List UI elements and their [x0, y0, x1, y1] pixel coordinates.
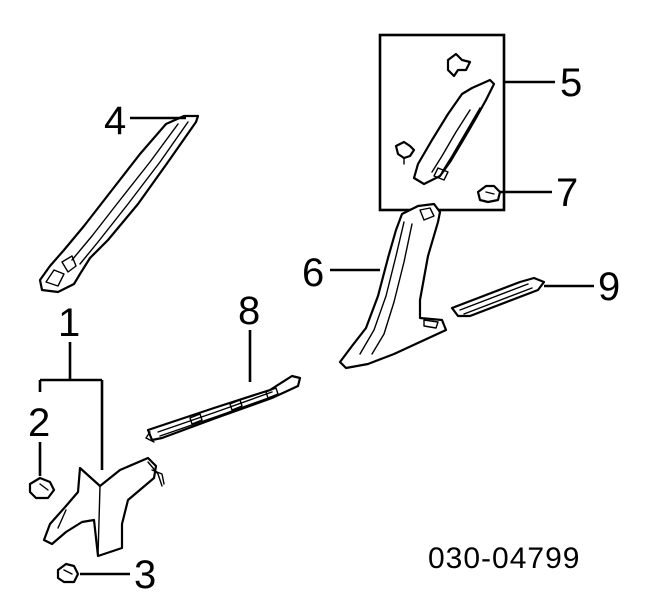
callout-6: 6	[302, 251, 324, 295]
part-5-clip-left	[394, 140, 416, 160]
part-3-clip	[56, 562, 80, 584]
part-5-upper-trim	[412, 78, 496, 186]
reference-number: 030-04799	[428, 542, 580, 575]
callout-4: 4	[104, 99, 126, 143]
callout-1: 1	[58, 301, 80, 345]
part-1-kick-panel	[42, 456, 165, 558]
callout-3: 3	[134, 553, 156, 597]
callout-9: 9	[598, 265, 620, 309]
part-9-scuff-strip	[450, 276, 546, 318]
callout-7: 7	[556, 171, 578, 215]
part-7-clip	[476, 184, 502, 204]
callout-8: 8	[238, 289, 260, 333]
part-6-lower-pillar-trim	[338, 202, 448, 370]
callout-2: 2	[28, 401, 50, 445]
part-2-clip	[28, 476, 56, 500]
callout-5: 5	[560, 61, 582, 105]
part-8-sill-plate	[145, 374, 302, 443]
part-5-clip-top	[446, 52, 472, 78]
part-5-group-box	[378, 33, 506, 212]
callout-labels: 1 2 3 4 5 6 7 8 9	[28, 61, 620, 597]
part-4-pillar-strip	[38, 114, 200, 294]
leader-lines	[38, 80, 594, 576]
